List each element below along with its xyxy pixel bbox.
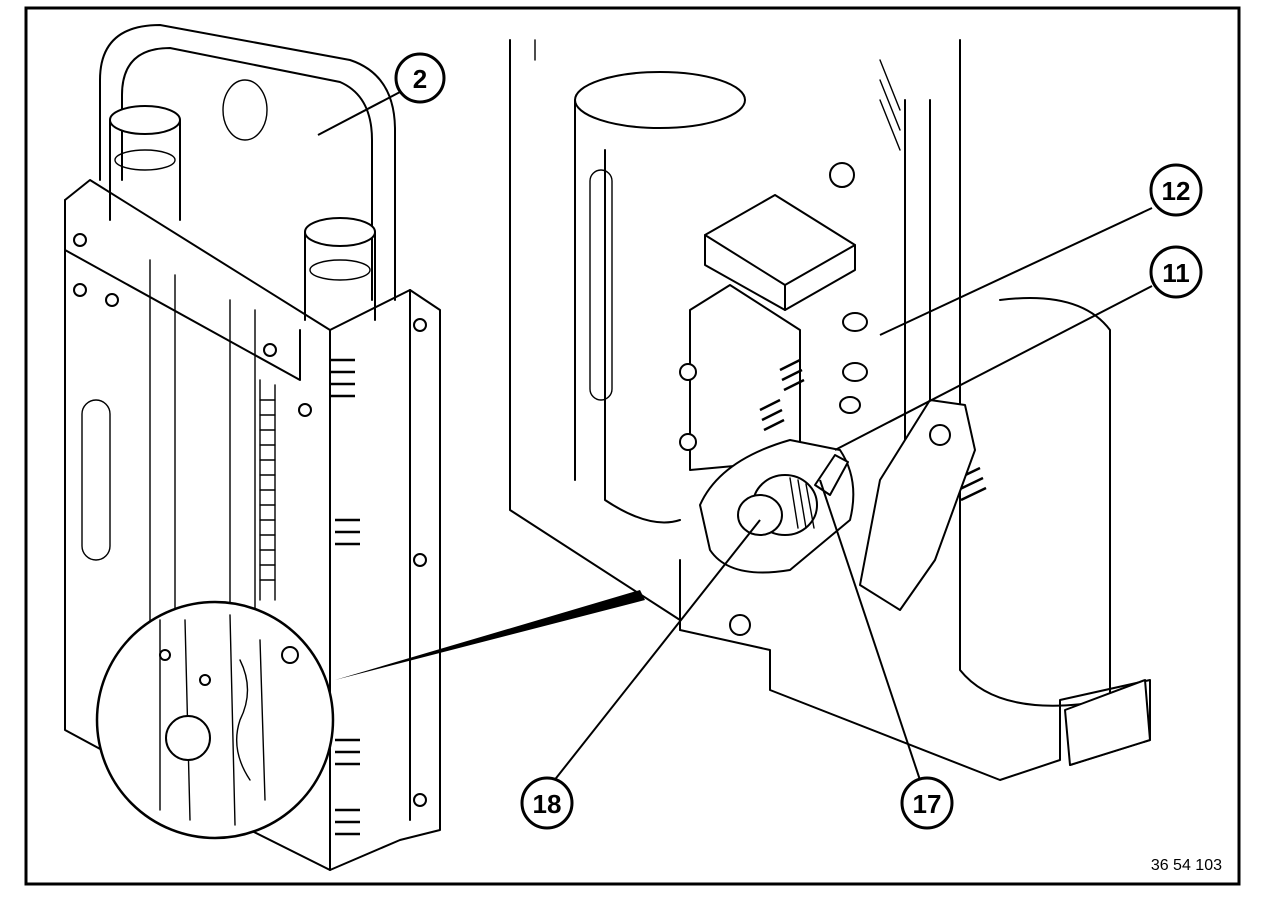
right-detail-assembly — [509, 39, 1151, 781]
figure-frame — [24, 6, 1241, 886]
left-cylinder-top — [109, 105, 181, 135]
detail-magnifier — [95, 600, 335, 840]
callout-2-label: 2 — [413, 64, 427, 94]
lever-pivot — [929, 424, 951, 446]
right-cylinder-hatching — [879, 59, 901, 151]
base-screw — [729, 614, 751, 636]
leader-18 — [552, 519, 761, 783]
handle-inner — [121, 47, 373, 301]
detail-base — [679, 559, 1151, 781]
callout-11-label: 11 — [1162, 258, 1190, 288]
callout-11: 11 — [1149, 245, 1203, 299]
top-block — [704, 194, 856, 311]
nut-cap — [737, 494, 783, 536]
leader-12 — [879, 207, 1153, 336]
leader-2 — [317, 91, 401, 136]
housing-top-ledge — [64, 199, 301, 381]
left-cylinder-body — [109, 119, 181, 221]
leader-11 — [834, 285, 1153, 451]
callout-18-label: 18 — [533, 789, 562, 819]
detail-right-bar — [904, 99, 931, 451]
top-block-edge — [704, 234, 856, 311]
right-cylinder-top — [304, 217, 376, 247]
callout-12-label: 12 — [1162, 176, 1191, 206]
right-cylinder-body — [304, 231, 376, 321]
detail-lever — [859, 399, 976, 611]
left-cylinder-ring — [114, 149, 176, 171]
magnifier-contents — [159, 614, 299, 826]
callout-12: 12 — [1149, 163, 1203, 217]
block-screw-1 — [679, 363, 697, 381]
left-overview-assembly — [64, 24, 645, 871]
callout-17: 17 — [900, 776, 954, 830]
handle-band — [222, 79, 268, 141]
side-slot — [81, 399, 111, 561]
rack-teeth — [259, 399, 276, 581]
block-screw-2 — [679, 433, 697, 451]
detail-pins — [829, 162, 868, 414]
front-panel-springs — [330, 358, 360, 836]
nut-threads — [789, 477, 815, 529]
figure-number: 36 54 103 — [1151, 857, 1222, 874]
handle-outer — [99, 24, 396, 301]
detail-pointer-wedge — [335, 590, 645, 680]
callout-18: 18 — [520, 776, 574, 830]
leader-lines — [317, 91, 1153, 783]
callout-2: 2 — [394, 52, 446, 104]
detail-left-cylinder-inner — [604, 149, 681, 524]
callout-17-label: 17 — [913, 789, 942, 819]
right-cylinder-ring — [309, 259, 371, 281]
detail-cylinder-slot — [589, 169, 613, 401]
detail-left-cylinder-top — [574, 71, 746, 129]
base-tab — [1064, 679, 1151, 766]
leader-17 — [819, 479, 921, 781]
latch-pin — [814, 454, 849, 496]
